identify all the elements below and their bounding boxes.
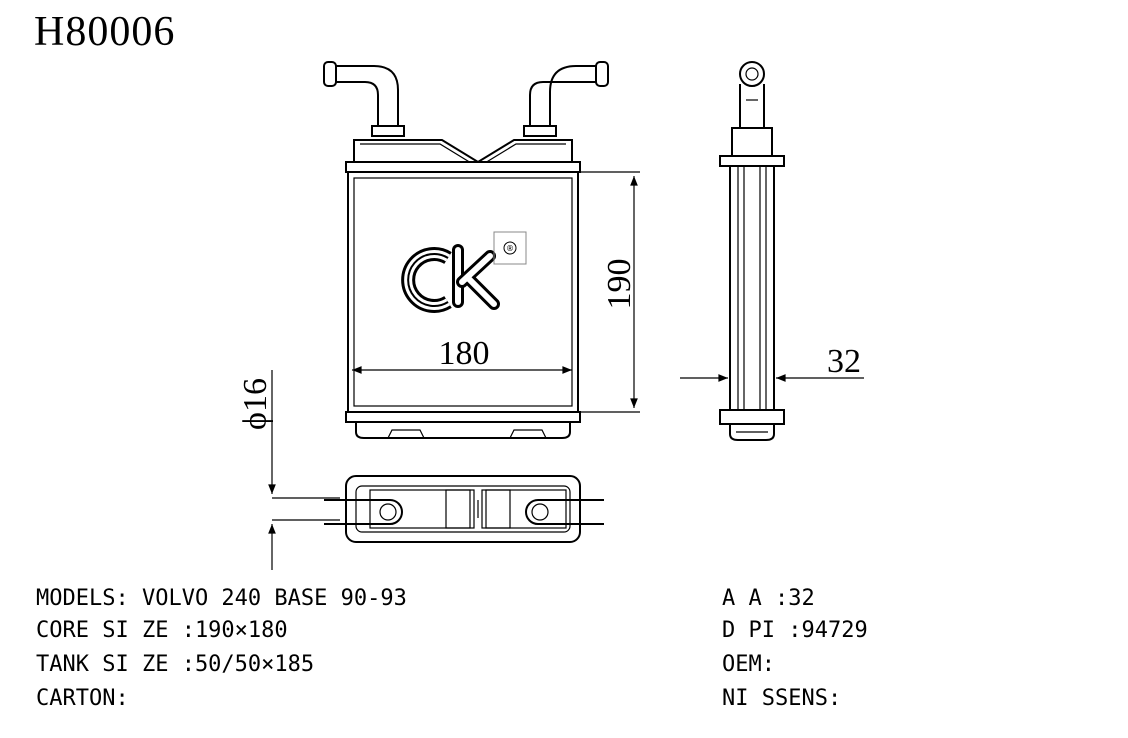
top-view: ϕ16	[237, 370, 604, 570]
ck-logo: ®	[401, 231, 527, 313]
width-dimension: 180	[439, 335, 490, 372]
spec-tank-size: TANK SI ZE :50/50×185	[36, 652, 315, 677]
registered-mark: ®	[506, 244, 514, 253]
spec-models: MODELS: VOLVO 240 BASE 90-93	[36, 586, 407, 611]
spec-nissens: NI SSENS:	[722, 686, 842, 711]
spec-dpi: D PI :94729	[722, 618, 868, 643]
part-number: H80006	[34, 9, 176, 55]
front-view: ® 180 190	[323, 61, 640, 439]
spec-core-size: CORE SI ZE :190×180	[36, 618, 288, 643]
spec-carton: CARTON:	[36, 686, 129, 711]
depth-dimension: 32	[827, 343, 861, 380]
height-dimension: 190	[601, 259, 638, 310]
pipe-diameter-dimension: ϕ16	[237, 378, 274, 430]
spec-oem: OEM:	[722, 652, 775, 677]
spec-aa: A A :32	[722, 586, 815, 611]
side-view: 32	[680, 61, 864, 441]
